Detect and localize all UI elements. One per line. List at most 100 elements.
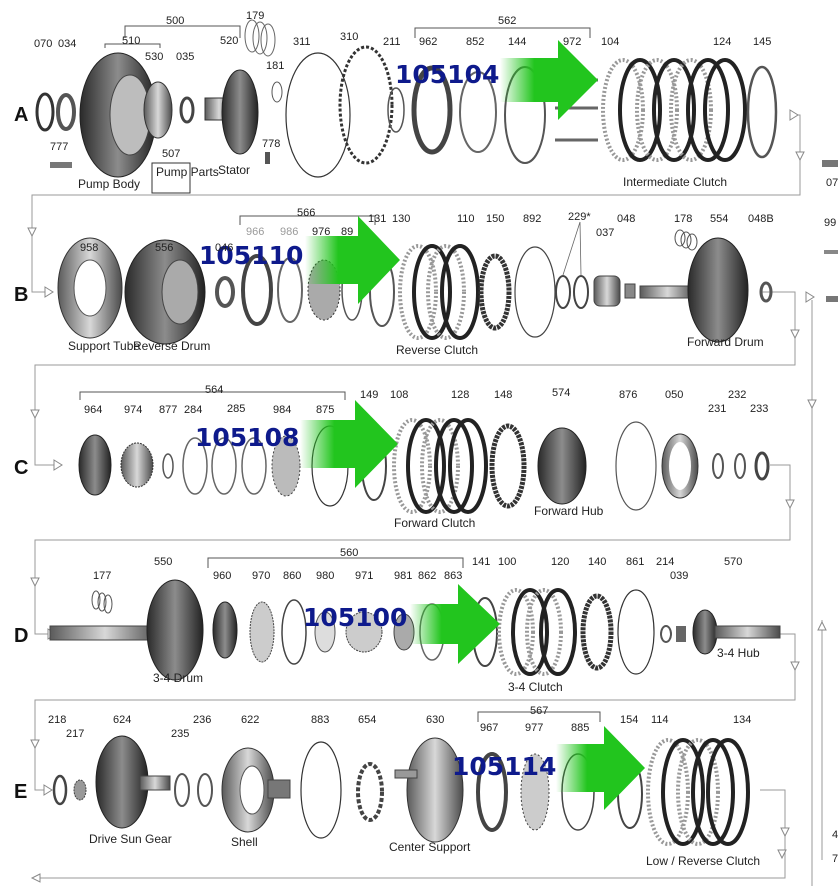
part-number: 285 [227, 403, 245, 415]
part-034 [56, 93, 76, 131]
part-number: 980 [316, 570, 334, 582]
caption: Reverse Drum [133, 339, 210, 353]
part-number: 217 [66, 728, 84, 740]
caption: Forward Clutch [394, 516, 475, 530]
caption: Support Tube [68, 339, 140, 353]
row-label-e: E [14, 781, 27, 803]
part-number: 986 [280, 226, 298, 238]
part-number: 958 [80, 242, 98, 254]
part-number: 570 [724, 556, 742, 568]
part-forward-hub [537, 427, 587, 505]
part-number: 070 [34, 38, 52, 50]
kit-number-a: 105104 [395, 60, 499, 89]
part-forward-drum [687, 237, 749, 343]
part-number: 211 [383, 36, 401, 48]
kit-number-b: 105110 [199, 241, 303, 270]
part-number: 885 [571, 722, 589, 734]
caption: Intermediate Clutch [623, 175, 727, 189]
group-number: 564 [205, 384, 223, 396]
part-964 [78, 434, 112, 496]
edge-label: 4 [832, 829, 838, 841]
part-145 [746, 65, 778, 159]
part-number: 550 [154, 556, 172, 568]
part-530 [143, 81, 173, 139]
edge-label: 7 [832, 853, 838, 865]
flow-connectors [27, 109, 827, 886]
part-number: 035 [176, 51, 194, 63]
part-number: 050 [665, 389, 683, 401]
part-number: 976 [312, 226, 330, 238]
part-3-4-hub [692, 609, 718, 655]
row-b: 105110 958 556 046 966 986 976 89 131 13… [57, 207, 774, 357]
part-number: 231 [708, 403, 726, 415]
group-number: 567 [530, 705, 548, 717]
part-stator [221, 69, 259, 155]
part-number: 971 [355, 570, 373, 582]
row-d: 105100 177 550 960 970 860 980 971 981 8… [49, 547, 781, 694]
part-number: 233 [750, 403, 768, 415]
row-labels: A B C D E [14, 104, 28, 803]
part-number: 311 [293, 36, 311, 48]
caption: Stator [218, 163, 250, 177]
part-number: 962 [419, 36, 437, 48]
part-number: 140 [588, 556, 606, 568]
caption: 3-4 Hub [717, 646, 760, 660]
group-number: 566 [297, 207, 315, 219]
row-label-c: C [14, 457, 28, 479]
part-number: 124 [713, 36, 731, 48]
part-777 [50, 162, 72, 168]
part-number: 310 [340, 31, 358, 43]
part-number: 150 [486, 213, 504, 225]
part-number: 037 [596, 227, 614, 239]
caption: Reverse Clutch [396, 343, 478, 357]
caption: Center Support [389, 840, 471, 854]
part-number: 530 [145, 51, 163, 63]
part-number: 970 [252, 570, 270, 582]
part-number: 964 [84, 404, 102, 416]
row-label-b: B [14, 284, 28, 306]
caption: Forward Drum [687, 335, 764, 349]
edge-label: 07 [826, 177, 838, 189]
part-number: 134 [733, 714, 751, 726]
part-310 [338, 45, 394, 165]
part-number: 235 [171, 728, 189, 740]
part-962 [411, 65, 453, 155]
part-number: 554 [710, 213, 728, 225]
part-number: 046 [215, 242, 233, 254]
part-number: 232 [728, 389, 746, 401]
part-number: 284 [184, 404, 202, 416]
clutch-pack-low-reverse [646, 738, 750, 846]
part-number: 108 [390, 389, 408, 401]
part-number: 875 [316, 404, 334, 416]
part-number: 966 [246, 226, 264, 238]
row-label-a: A [14, 104, 28, 126]
part-number: 034 [58, 38, 76, 50]
part-number: 860 [283, 570, 301, 582]
part-number: 218 [48, 714, 66, 726]
part-number: 114 [651, 714, 669, 726]
part-number: 104 [601, 36, 619, 48]
part-3-4-drum [146, 579, 204, 681]
kit-number-d: 105100 [303, 603, 407, 632]
row-a: 105104 070 034 510 530 035 520 179 181 3… [34, 10, 778, 194]
kit-number-c: 105108 [195, 423, 299, 452]
group-number: 500 [166, 15, 184, 27]
part-035 [179, 96, 195, 124]
part-number: 110 [457, 213, 475, 225]
group-number: 560 [340, 547, 358, 559]
kit-arrow-c [300, 400, 398, 488]
part-number: 039 [670, 570, 688, 582]
kit-arrow-b [305, 216, 400, 304]
edge-label: 99 [824, 217, 836, 229]
part-number: 179 [246, 10, 264, 22]
part-number: 883 [311, 714, 329, 726]
kit-arrow-a [500, 40, 598, 120]
part-number: 229* [568, 211, 591, 223]
group-number: 562 [498, 15, 516, 27]
row-label-d: D [14, 625, 28, 647]
part-number: 861 [626, 556, 644, 568]
part-number: 876 [619, 389, 637, 401]
kit-arrow-d [410, 584, 500, 664]
